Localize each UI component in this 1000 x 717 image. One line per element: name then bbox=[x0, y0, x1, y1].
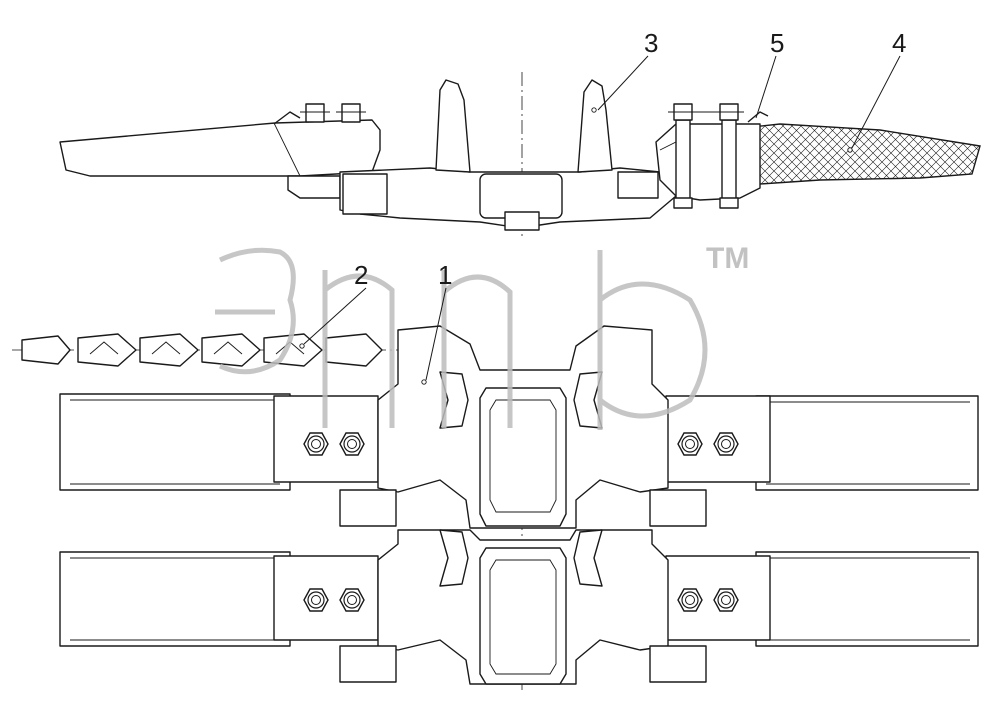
lower-lower-bar-left bbox=[339, 645, 397, 683]
marker-2 bbox=[299, 343, 305, 349]
right-nut-1 bbox=[673, 197, 693, 209]
right-bolt-shank-1 bbox=[675, 119, 691, 207]
upper-right-nut-1 bbox=[677, 432, 703, 456]
marker-3 bbox=[591, 107, 597, 113]
upper-left-nut-2 bbox=[339, 432, 365, 456]
lower-slot-left bbox=[439, 529, 469, 587]
guide-horn-right bbox=[577, 79, 613, 173]
upper-pin-pocket bbox=[479, 387, 567, 527]
right-pin-end bbox=[617, 171, 659, 199]
left-track-shoe bbox=[59, 119, 381, 177]
right-nut-2 bbox=[719, 197, 739, 209]
guide-horn-left bbox=[435, 79, 471, 173]
upper-lower-bar-left bbox=[339, 489, 397, 527]
chain-link-4 bbox=[201, 333, 261, 367]
callouts: 3 5 4 2 1 bbox=[303, 28, 906, 381]
callout-3: 3 bbox=[644, 28, 658, 58]
lower-right-nut-2 bbox=[713, 588, 739, 612]
callout-2: 2 bbox=[354, 260, 368, 290]
upper-left-arm bbox=[59, 393, 291, 491]
left-bolt-head-2 bbox=[341, 103, 361, 123]
watermark-tm: TM bbox=[706, 242, 749, 275]
upper-slot-left bbox=[439, 371, 469, 429]
upper-lower-bar-right bbox=[649, 489, 707, 527]
chain-link-6 bbox=[325, 333, 383, 367]
callout-5: 5 bbox=[770, 28, 784, 58]
callout-1: 1 bbox=[438, 260, 452, 290]
lower-left-nut-2 bbox=[339, 588, 365, 612]
lower-pin-pocket bbox=[479, 547, 567, 685]
right-bolt-shank-2 bbox=[721, 119, 737, 207]
callout-4: 4 bbox=[892, 28, 906, 58]
rubber-cushion bbox=[741, 123, 981, 185]
upper-slot-right bbox=[573, 371, 603, 429]
marker-4 bbox=[847, 147, 853, 153]
lower-link bbox=[59, 529, 979, 685]
lower-right-nut-1 bbox=[677, 588, 703, 612]
lower-slot-right bbox=[573, 529, 603, 587]
right-mount-plate bbox=[655, 123, 761, 201]
chain-link-3 bbox=[139, 333, 199, 367]
upper-left-nut-1 bbox=[303, 432, 329, 456]
side-view bbox=[59, 72, 981, 240]
pin-boss-lower bbox=[504, 211, 540, 231]
upper-link bbox=[59, 325, 979, 529]
chain-link-1 bbox=[21, 335, 71, 365]
lower-left-arm bbox=[59, 551, 291, 647]
lower-right-arm bbox=[755, 551, 979, 647]
upper-right-nut-2 bbox=[713, 432, 739, 456]
plan-view bbox=[59, 325, 979, 690]
lower-left-nut-1 bbox=[303, 588, 329, 612]
chain-link-2 bbox=[77, 333, 137, 367]
left-bracket bbox=[287, 175, 341, 199]
lower-lower-bar-right bbox=[649, 645, 707, 683]
upper-right-arm bbox=[755, 395, 979, 491]
left-pin-end bbox=[342, 173, 388, 215]
chain-strip bbox=[12, 333, 400, 367]
left-bolt-head-1 bbox=[305, 103, 325, 123]
watermark-logo: TM bbox=[215, 242, 749, 430]
marker-1 bbox=[421, 379, 427, 385]
